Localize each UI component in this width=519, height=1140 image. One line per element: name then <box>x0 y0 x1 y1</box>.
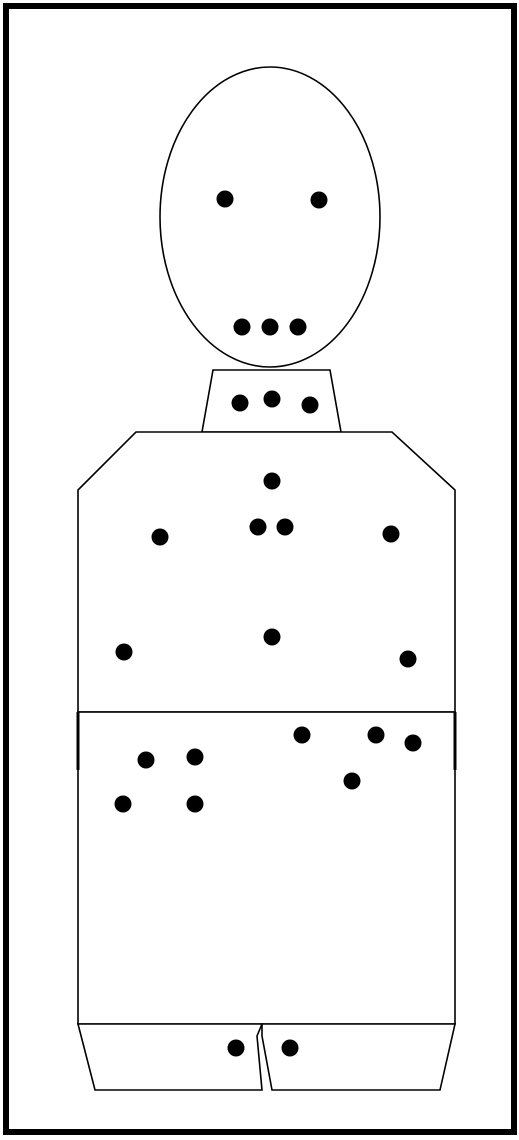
torso-marker-dot <box>116 644 133 661</box>
head-marker-dot <box>234 319 251 336</box>
lower-body-marker-dot <box>115 796 132 813</box>
lower-body-marker-dot <box>405 735 422 752</box>
torso-marker-dot <box>250 519 267 536</box>
left-foot-outline <box>78 1024 262 1090</box>
lower-body-outline <box>78 712 455 1024</box>
feet-marker-dot <box>282 1040 299 1057</box>
torso-marker-dot <box>277 519 294 536</box>
torso-marker-dot <box>152 529 169 546</box>
lower-body-marker-dot <box>138 752 155 769</box>
neck-marker-dot <box>232 395 249 412</box>
torso-outline <box>78 432 455 712</box>
head-marker-dot <box>290 319 307 336</box>
right-foot-outline <box>262 1024 455 1090</box>
torso-marker-dot <box>264 629 281 646</box>
lower-body-marker-dot <box>368 727 385 744</box>
neck-marker-dot <box>264 391 281 408</box>
torso-marker-dot <box>383 526 400 543</box>
neck-marker-dot <box>302 397 319 414</box>
lower-body-marker-dot <box>344 773 361 790</box>
lower-body-marker-dot <box>187 749 204 766</box>
head-marker-dot <box>311 192 328 209</box>
lower-body-marker-dot <box>187 796 204 813</box>
head-marker-dot <box>262 319 279 336</box>
lower-body-marker-dot <box>294 727 311 744</box>
torso-marker-dot <box>264 473 281 490</box>
torso-marker-dot <box>400 651 417 668</box>
head-marker-dot <box>217 191 234 208</box>
feet-marker-dot <box>228 1040 245 1057</box>
